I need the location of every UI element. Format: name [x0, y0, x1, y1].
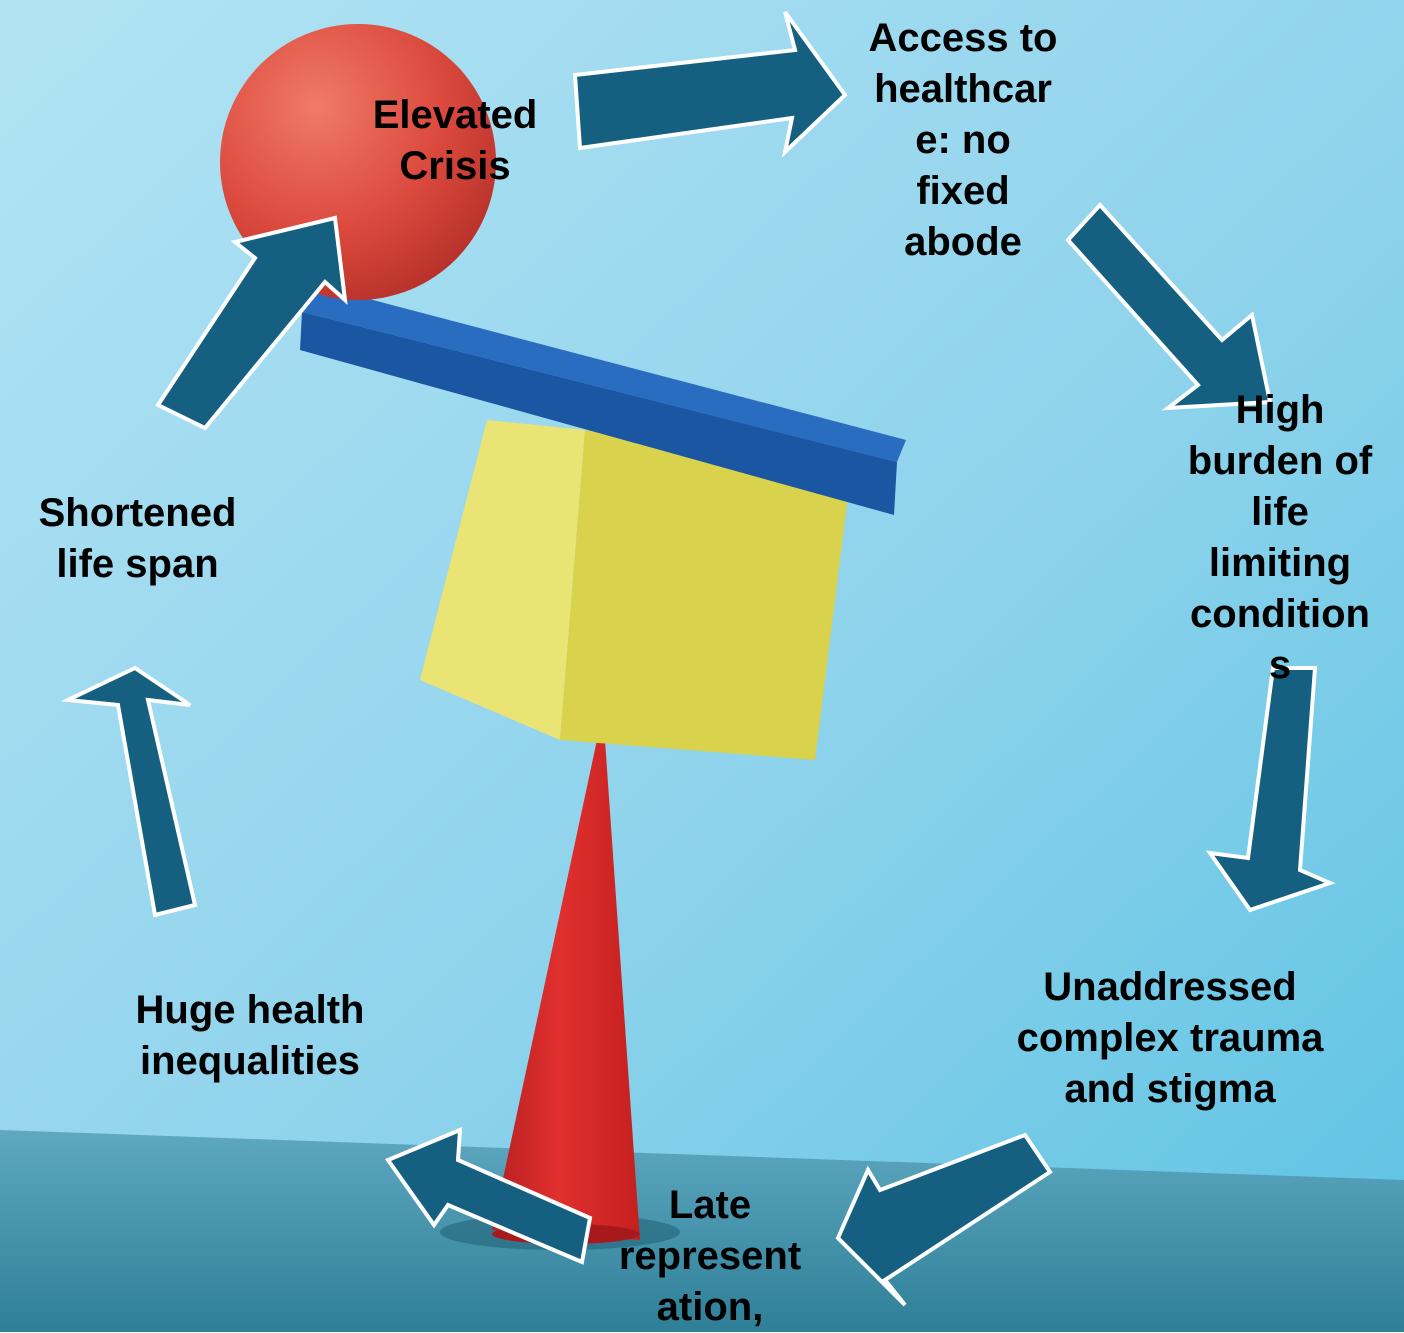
arrow-shortened-to-crisis	[155, 215, 348, 431]
plank-top	[302, 284, 906, 462]
floor	[0, 1130, 1404, 1332]
cube-left-face	[420, 420, 585, 740]
cube-front-face	[560, 430, 850, 760]
cube-top-face	[420, 420, 585, 740]
arrow-inequalities-to-shortened	[60, 665, 198, 918]
node-elevated-crisis: Elevated Crisis	[372, 93, 538, 188]
arrow-trauma-to-late	[835, 1132, 1053, 1307]
cycle-arrows	[60, 10, 1336, 1307]
node-shortened-life-span: Shortened life span	[38, 491, 237, 586]
node-late-representation: Late represent ation,	[618, 1183, 802, 1329]
node-health-inequalities: Huge health inequalities	[135, 988, 365, 1083]
arrow-crisis-to-access	[572, 10, 848, 158]
arrow-late-to-inequalities	[384, 1126, 593, 1265]
plank-side	[300, 312, 897, 515]
node-access-to-healthcare: Access to healthcar e: no fixed abode	[868, 16, 1058, 264]
cone	[492, 712, 640, 1240]
arrow-access-to-burden	[1065, 202, 1273, 411]
node-high-burden: High burden of life limiting condition s	[1187, 388, 1373, 687]
node-unaddressed-trauma: Unaddressed complex trauma and stigma	[1016, 965, 1324, 1111]
arrow-burden-to-trauma	[1205, 666, 1336, 913]
